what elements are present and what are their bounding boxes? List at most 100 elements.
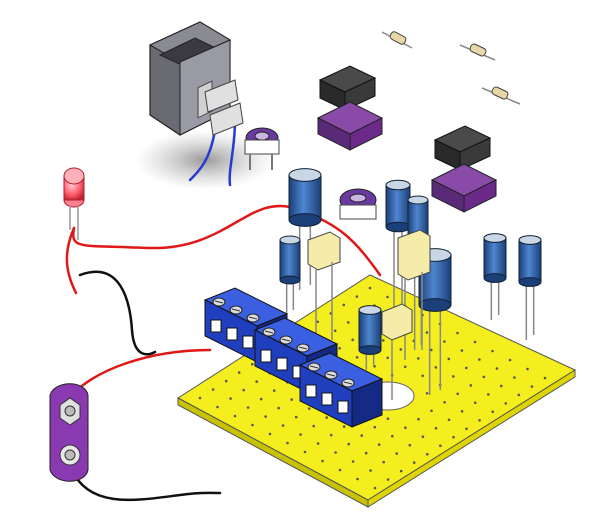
pcb-hole [399, 348, 403, 351]
pcb-hole [478, 419, 481, 422]
pcb-hole [456, 392, 460, 396]
film-capacitors [307, 229, 431, 400]
pcb-hole [452, 435, 455, 439]
pcb-hole [412, 461, 416, 464]
terminal-block [298, 352, 384, 428]
pcb-hole [356, 477, 359, 481]
pcb-hole [543, 376, 547, 380]
red-wire-led [72, 204, 382, 277]
pcb-hole [430, 409, 433, 413]
pcb-hole [382, 460, 386, 464]
pcb-hole [465, 366, 468, 370]
pcb-hole [404, 426, 407, 430]
pcb-hole [290, 398, 294, 401]
ic-chip-1 [318, 65, 377, 111]
pcb-hole [355, 295, 359, 298]
pcb-hole [443, 401, 446, 404]
pcb-hole [487, 393, 490, 396]
pcb-hole [347, 442, 351, 446]
pcb-hole [386, 417, 390, 421]
pcb-hole [251, 423, 254, 427]
pcb-hole [434, 426, 438, 430]
pcb-hole [386, 295, 389, 299]
terminal-opening [260, 349, 272, 363]
black-wire-battery [70, 468, 222, 502]
pcb-hole [500, 384, 503, 388]
terminal-opening [242, 335, 254, 349]
pcb-hole [272, 389, 276, 392]
pcb-hole [251, 362, 254, 366]
pcb-hole [447, 418, 451, 422]
pcb-hole [355, 356, 359, 359]
resistor-3 [481, 86, 521, 105]
pcb-hole [517, 393, 521, 397]
pcb-hole [386, 356, 390, 360]
pcb-hole [482, 375, 486, 379]
pcb-hole [211, 388, 215, 391]
pcb-hole [299, 433, 302, 436]
pcb-hole [425, 331, 429, 334]
pcb-hole [342, 425, 346, 428]
pcb-hole [395, 452, 399, 455]
pcb-hole [338, 468, 342, 472]
pcb-hole [303, 450, 307, 454]
pcb-hole [224, 379, 228, 383]
terminal-opening [337, 400, 349, 414]
pcb-hole [281, 424, 285, 427]
red-led [63, 167, 85, 240]
pcb-hole [333, 329, 337, 333]
pcb-hole [347, 321, 350, 324]
pcb-hole [373, 486, 377, 490]
pcb-hole [246, 406, 250, 409]
pcb-hole [294, 415, 298, 419]
pcb-hole [342, 303, 346, 307]
ic-socket-1 [316, 101, 384, 151]
film-cap-3 [381, 303, 413, 400]
pcb-hole [360, 434, 364, 437]
pcb-hole [255, 380, 258, 383]
pcb-hole [508, 358, 512, 362]
red-wire-led-lead [65, 226, 78, 295]
pcb-hole [377, 443, 381, 446]
electrolytic-capacitor [358, 305, 382, 370]
pcb-hole [513, 376, 516, 379]
terminal-opening [321, 392, 333, 406]
pcb-hole [351, 460, 355, 463]
black-wire-led [78, 270, 157, 356]
trimpot-1 [244, 127, 280, 170]
pcb-hole [229, 397, 232, 400]
pcb-hole [264, 415, 267, 418]
blue-wire-switch-1 [188, 128, 217, 182]
pcb-hole [495, 367, 499, 370]
pcb-hole [338, 347, 341, 350]
pcb-hole [373, 425, 377, 429]
pcb-hole [430, 348, 433, 352]
electrolytic-capacitor [483, 233, 507, 320]
pcb-hole [237, 371, 241, 374]
pcb-hole [216, 405, 219, 409]
pcb-hole [447, 357, 451, 361]
terminal-opening [305, 384, 317, 398]
pcb-hole [526, 367, 529, 371]
pcb-hole [408, 443, 412, 447]
pcb-hole [421, 374, 425, 378]
pcb-hole [316, 442, 320, 445]
resistors [381, 31, 521, 105]
pcb-hole [417, 417, 420, 421]
pcb-hole [391, 434, 394, 438]
pcb-hole [259, 397, 263, 401]
pcb-hole [369, 469, 372, 472]
film-cap-1 [307, 231, 341, 345]
terminal-opening [226, 327, 238, 341]
pcb-hole [434, 366, 438, 369]
pcb-hole [530, 385, 534, 388]
pcb-hole [478, 358, 481, 361]
pcb-hole [473, 401, 477, 405]
pcb-hole [403, 365, 407, 369]
pcb-hole [421, 435, 425, 439]
pcb-hole [417, 357, 420, 360]
pcb-hole [465, 427, 468, 431]
blue-wire-switch-2 [228, 118, 237, 187]
